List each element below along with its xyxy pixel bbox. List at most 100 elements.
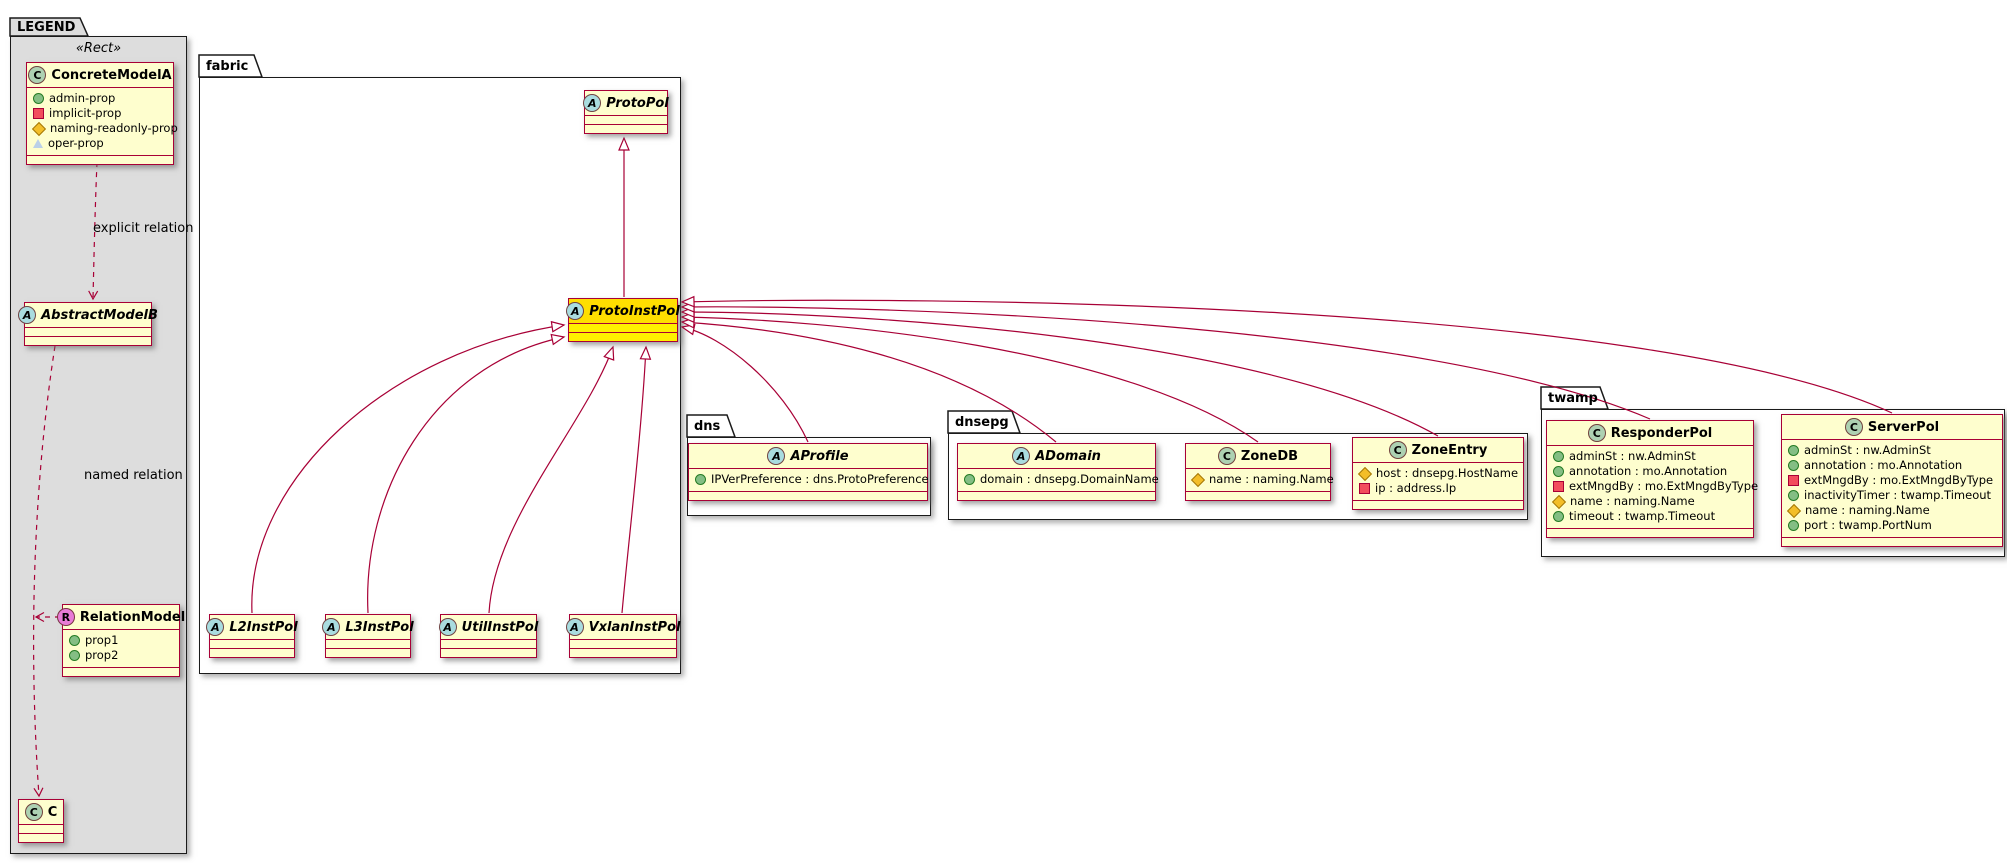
- attribute-row: port : twamp.PortNum: [1788, 518, 1996, 533]
- package-label-legend: LEGEND: [17, 20, 76, 35]
- abstract-class-spot-icon: A: [767, 447, 786, 465]
- class-header: C ZoneEntry: [1353, 438, 1523, 462]
- attributes-compartment: [210, 639, 294, 648]
- class-protoinstpol: A ProtoInstPol: [566, 298, 680, 342]
- class-header: A L3InstPol: [322, 615, 414, 639]
- methods-compartment: [19, 833, 63, 842]
- class-header: A AbstractModelB: [18, 303, 158, 327]
- class-name: L3InstPol: [345, 619, 414, 635]
- attribute-row: extMngdBy : mo.ExtMngdByType: [1788, 473, 1996, 488]
- class-header: R RelationModel: [56, 605, 185, 629]
- class-name: VxlanInstPol: [588, 619, 681, 635]
- abstract-class-spot-icon: A: [322, 618, 341, 636]
- concrete-class-spot-icon: C: [1587, 424, 1606, 442]
- admin-prop-icon: [695, 474, 706, 485]
- class-l2instpol: A L2InstPol: [206, 614, 298, 658]
- attribute-label: annotation : mo.Annotation: [1804, 458, 1963, 472]
- class-header: C ZoneDB: [1186, 444, 1330, 468]
- attributes-compartment: [569, 323, 677, 332]
- attribute-row: naming-readonly-prop: [31, 121, 178, 136]
- class-header: A ADomain: [958, 444, 1155, 468]
- attribute-label: domain : dnsepg.DomainName: [980, 472, 1159, 486]
- implicit-prop-icon: [1553, 481, 1564, 492]
- concrete-class-spot-icon: C: [1388, 441, 1407, 459]
- attributes-compartment: [326, 639, 410, 648]
- attribute-label: name : naming.Name: [1570, 494, 1695, 508]
- edge-aprofile-to-protoinstpol: [680, 323, 809, 443]
- naming-readonly-prop-icon: [1551, 494, 1567, 509]
- class-relationmodel: R RelationModel prop1 prop2: [56, 604, 185, 677]
- package-tab-dns: [686, 414, 737, 438]
- attribute-row: name : naming.Name: [1786, 503, 1996, 518]
- class-concretemodela: C ConcreteModelA admin-prop implicit-pro…: [26, 62, 178, 165]
- attributes-compartment: [570, 639, 676, 648]
- class-protopol: A ProtoPol: [583, 90, 669, 134]
- implicit-prop-icon: [1788, 475, 1799, 486]
- methods-compartment: [63, 667, 179, 676]
- class-responderpol: C ResponderPol adminSt : nw.AdminSt anno…: [1546, 420, 1758, 538]
- admin-prop-icon: [33, 93, 44, 104]
- class-name: ResponderPol: [1610, 425, 1713, 441]
- package-label-fabric: fabric: [206, 59, 249, 74]
- attributes-compartment: [25, 327, 151, 336]
- attribute-label: adminSt : nw.AdminSt: [1569, 449, 1696, 463]
- methods-compartment: [570, 648, 676, 657]
- attribute-row: admin-prop: [33, 91, 167, 106]
- edge-serverpol-to-protoinstpol: [680, 295, 1893, 414]
- attribute-label: prop2: [85, 648, 119, 662]
- package-tab-twamp: [1540, 386, 1610, 410]
- attributes-compartment: adminSt : nw.AdminSt annotation : mo.Ann…: [1782, 439, 2002, 537]
- class-header: A UtilInstPol: [438, 615, 538, 639]
- admin-prop-icon: [1788, 490, 1799, 501]
- class-header: A AProfile: [689, 444, 927, 468]
- attribute-row: implicit-prop: [33, 106, 167, 121]
- attribute-row: annotation : mo.Annotation: [1788, 458, 1996, 473]
- attribute-label: name : naming.Name: [1805, 503, 1930, 517]
- class-header: C C: [19, 800, 63, 824]
- attribute-label: prop1: [85, 633, 119, 647]
- methods-compartment: [27, 155, 173, 164]
- class-name: RelationModel: [79, 609, 186, 625]
- edge-responderpol-to-protoinstpol: [680, 300, 1651, 420]
- explicit-relation-label: explicit relation: [93, 221, 194, 236]
- attribute-label: inactivityTimer : twamp.Timeout: [1804, 488, 1992, 502]
- class-header: A ProtoInstPol: [566, 299, 680, 323]
- naming-readonly-prop-icon: [1786, 503, 1802, 518]
- attribute-row: adminSt : nw.AdminSt: [1788, 443, 1996, 458]
- methods-compartment: [585, 124, 667, 133]
- attribute-label: adminSt : nw.AdminSt: [1804, 443, 1931, 457]
- edge-l2instpol-to-protoinstpol: [251, 320, 566, 614]
- attributes-compartment: [19, 824, 63, 833]
- class-header: A ProtoPol: [583, 91, 669, 115]
- class-serverpol: C ServerPol adminSt : nw.AdminSt annotat…: [1781, 414, 2003, 547]
- attributes-compartment: host : dnsepg.HostName ip : address.Ip: [1353, 462, 1523, 500]
- class-vxlaninstpol: A VxlanInstPol: [565, 614, 680, 658]
- attribute-row: name : naming.Name: [1551, 494, 1747, 509]
- attribute-row: adminSt : nw.AdminSt: [1553, 449, 1747, 464]
- attribute-row: prop1: [69, 633, 173, 648]
- edge-named-relation: [32, 345, 56, 798]
- attributes-compartment: IPVerPreference : dns.ProtoPreference: [689, 468, 929, 491]
- class-adomain: A ADomain domain : dnsepg.DomainName: [957, 443, 1159, 501]
- attribute-label: admin-prop: [49, 91, 116, 105]
- attribute-label: timeout : twamp.Timeout: [1569, 509, 1716, 523]
- class-name: ServerPol: [1867, 419, 1940, 435]
- methods-compartment: [569, 332, 677, 341]
- edge-zonedb-to-protoinstpol: [680, 311, 1259, 443]
- attribute-row: prop2: [69, 648, 173, 663]
- class-name: ConcreteModelA: [51, 67, 172, 83]
- abstract-class-spot-icon: A: [566, 302, 585, 320]
- attribute-label: annotation : mo.Annotation: [1569, 464, 1728, 478]
- package-label-twamp: twamp: [1548, 391, 1598, 406]
- attribute-label: name : naming.Name: [1209, 472, 1334, 486]
- admin-prop-icon: [1788, 460, 1799, 471]
- methods-compartment: [25, 336, 151, 345]
- attributes-compartment: adminSt : nw.AdminSt annotation : mo.Ann…: [1547, 445, 1758, 528]
- naming-readonly-prop-icon: [31, 121, 47, 136]
- concrete-class-spot-icon: C: [1844, 418, 1863, 436]
- admin-prop-icon: [1788, 445, 1799, 456]
- methods-compartment: [210, 648, 294, 657]
- class-c: C C: [18, 799, 64, 843]
